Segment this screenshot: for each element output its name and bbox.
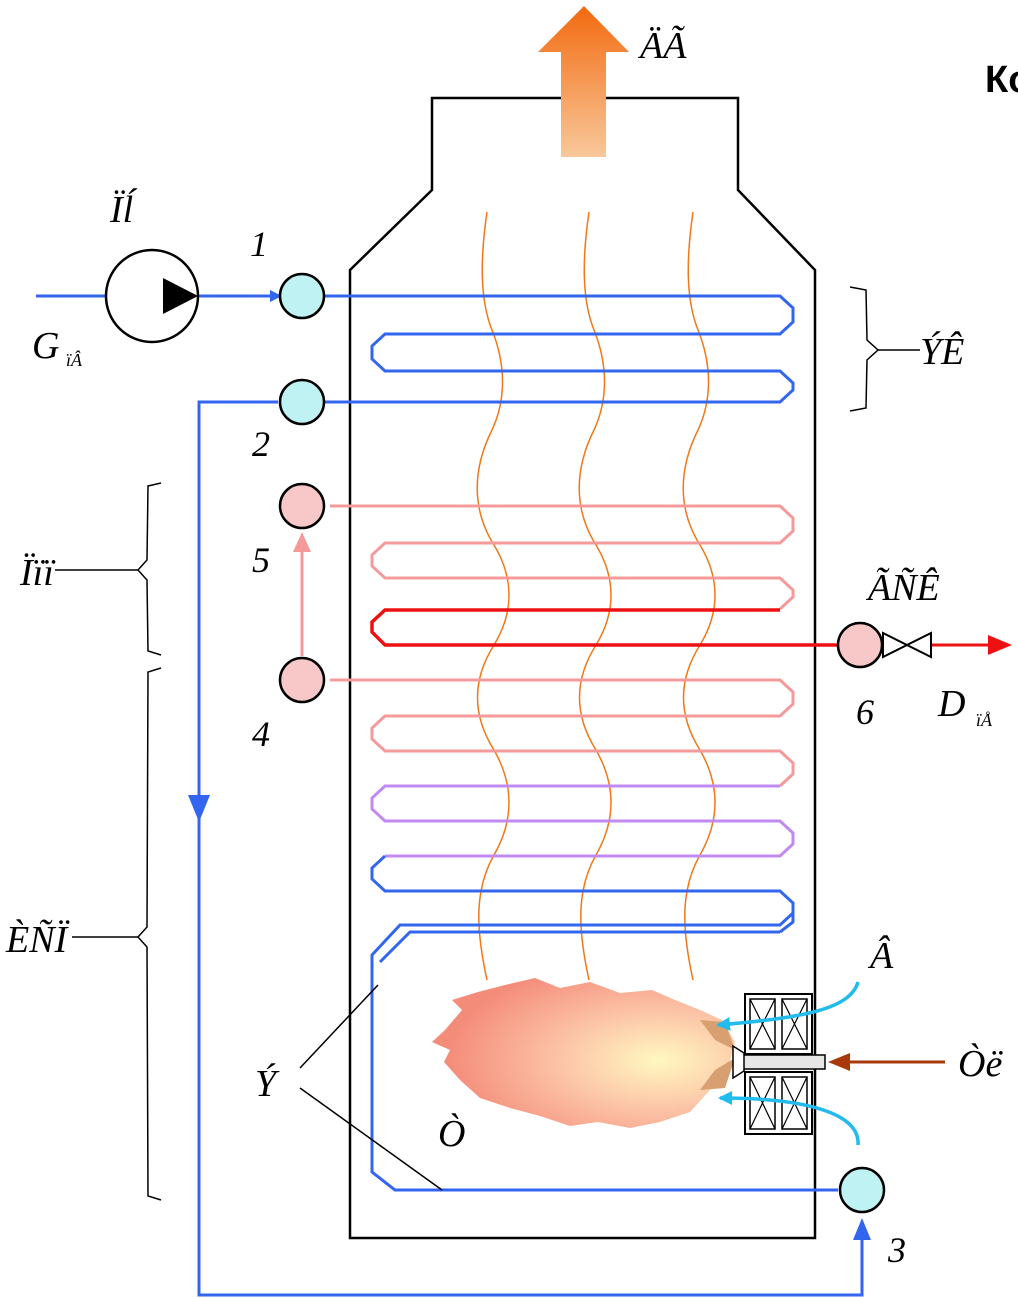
main-steam-valve-label: ÃÑÊ	[865, 567, 940, 609]
heading-text: Ко	[985, 59, 1018, 101]
air-register-upper-x1	[749, 998, 776, 1050]
air-arrow-upper	[716, 981, 860, 1031]
node-6-label: 6	[856, 692, 874, 732]
superheater-coil-upper	[330, 504, 795, 611]
economizer-label: ÝÊ	[920, 331, 964, 373]
steam-outlet-arrow-icon	[988, 635, 1012, 655]
node-4-label: 4	[252, 714, 270, 754]
evaporator-coil-pink	[330, 678, 795, 788]
air-register-lower-x1	[749, 1076, 776, 1130]
node-4	[278, 656, 326, 704]
downcomer-arrow-icon	[188, 795, 210, 822]
fuel-lance	[741, 1054, 826, 1070]
downcomer-line	[197, 400, 864, 1297]
flue-gas-label: ÄÃ	[637, 25, 687, 67]
node-2-label: 2	[252, 424, 270, 464]
superheater-label: Ïïï	[19, 552, 56, 594]
air-register-lower-box1	[749, 1076, 776, 1130]
evaporator-coil-violet	[370, 784, 795, 858]
valve-icon	[882, 631, 932, 659]
screen-pointer-upper	[299, 984, 379, 1069]
node-2	[278, 378, 326, 426]
flame-glow-lower	[700, 1058, 735, 1090]
steam-flow-sub-label: ïÅ	[976, 710, 993, 730]
air-register-upper-box1	[749, 998, 776, 1050]
gas-wave-left	[476, 211, 510, 981]
riser-arrow-icon	[853, 1218, 871, 1240]
node-5-label: 5	[252, 540, 270, 580]
superheater-brace	[136, 482, 162, 656]
economizer-brace	[849, 286, 880, 412]
air-register-upper-x2	[781, 998, 808, 1050]
air-label: Â	[867, 935, 894, 977]
feed-flow-label: G	[32, 325, 59, 367]
steam-flow-label: D	[937, 683, 965, 725]
node-3-label: 3	[887, 1230, 906, 1270]
node-1-label: 1	[250, 224, 268, 264]
evaporator-brace	[136, 667, 162, 1201]
node-6	[836, 621, 884, 669]
boiler-casing	[348, 96, 817, 1240]
economizer-coil	[324, 294, 795, 404]
hot-steam-coil	[370, 608, 838, 647]
screen-tube-line	[378, 930, 780, 964]
node-1	[278, 272, 326, 320]
screen-pointer-lower	[299, 1087, 443, 1191]
riser-4-5-arrow-icon	[293, 532, 311, 552]
fuel-arrow-icon	[828, 1053, 850, 1071]
screen-tube-connector	[779, 913, 795, 934]
flame-label: Ò	[438, 1113, 465, 1155]
feed-flow-sub-label: ïÂ	[66, 349, 83, 370]
air-arrow-lower	[718, 1091, 860, 1146]
gas-wave-center	[578, 211, 612, 981]
flame-icon	[432, 978, 735, 1128]
node-3	[838, 1166, 886, 1214]
screens-label: Ý	[255, 1063, 280, 1105]
pump-label: Ïĺ	[109, 188, 138, 231]
air-register-upper-box2	[781, 998, 808, 1050]
fuel-label: Òë	[958, 1043, 1003, 1085]
evaporator-label: ÈÑÏ	[5, 919, 70, 961]
gas-wave-right	[682, 211, 716, 981]
node-5	[278, 482, 326, 530]
flue-gas-arrow-icon	[538, 6, 629, 157]
pump-triangle-icon	[163, 278, 198, 314]
burner-nozzle-icon	[732, 1044, 745, 1080]
air-register-upper	[744, 993, 813, 1055]
